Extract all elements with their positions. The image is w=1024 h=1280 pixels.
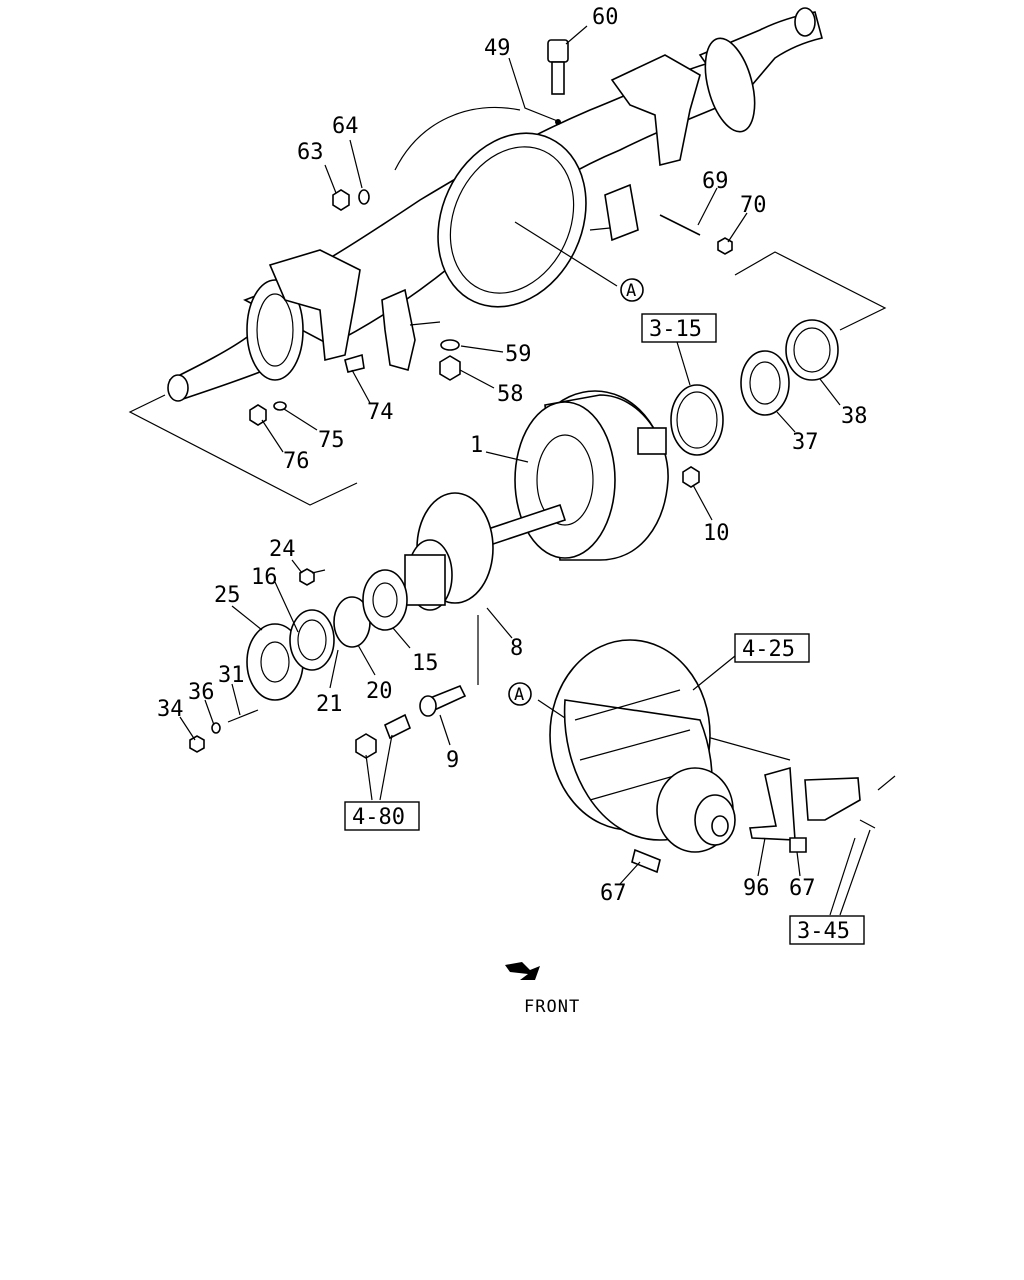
label-67-left: 67 <box>600 881 627 906</box>
label-1: 1 <box>470 433 483 458</box>
axle-housing <box>167 7 823 402</box>
label-16: 16 <box>251 565 278 590</box>
label-60: 60 <box>592 5 619 30</box>
ref-3-15: 3-15 <box>649 317 702 342</box>
front-arrow-icon <box>505 962 540 980</box>
label-20: 20 <box>366 679 393 704</box>
leader-lines <box>179 25 871 916</box>
label-31: 31 <box>218 663 245 688</box>
label-70: 70 <box>740 193 767 218</box>
label-64: 64 <box>332 114 359 139</box>
marker-a-lower: A <box>514 685 525 705</box>
label-37: 37 <box>792 430 819 455</box>
ref-3-45: 3-45 <box>797 919 850 944</box>
reference-boxes: 3-15 4-25 4-80 3-45 <box>344 313 865 945</box>
label-10: 10 <box>703 521 730 546</box>
label-24: 24 <box>269 537 296 562</box>
label-63: 63 <box>297 140 324 165</box>
marker-a-upper: A <box>626 281 637 301</box>
label-69: 69 <box>702 169 729 194</box>
ref-4-25: 4-25 <box>742 637 795 662</box>
housing-fasteners <box>249 189 733 426</box>
ref-4-80: 4-80 <box>352 805 405 830</box>
label-67-right: 67 <box>789 876 816 901</box>
label-8: 8 <box>510 636 523 661</box>
label-75: 75 <box>318 428 345 453</box>
label-96: 96 <box>743 876 770 901</box>
label-9: 9 <box>446 748 459 773</box>
hub-drum-assembly <box>404 319 839 611</box>
label-74: 74 <box>367 400 394 425</box>
circle-markers: A A <box>508 278 644 706</box>
label-15: 15 <box>412 651 439 676</box>
label-76: 76 <box>283 449 310 474</box>
label-58: 58 <box>497 382 524 407</box>
label-59: 59 <box>505 342 532 367</box>
label-36: 36 <box>188 680 215 705</box>
differential-carrier <box>549 639 896 874</box>
bearing-parts <box>189 568 467 759</box>
label-21: 21 <box>316 692 343 717</box>
label-34: 34 <box>157 697 184 722</box>
label-25: 25 <box>214 583 241 608</box>
label-38: 38 <box>841 404 868 429</box>
front-indicator: FRONT <box>505 962 580 1017</box>
phantom-lines <box>128 251 887 761</box>
part-labels: 60 49 64 63 69 70 59 58 74 75 76 38 37 1… <box>157 5 868 906</box>
label-49: 49 <box>484 36 511 61</box>
front-label: FRONT <box>524 997 580 1017</box>
